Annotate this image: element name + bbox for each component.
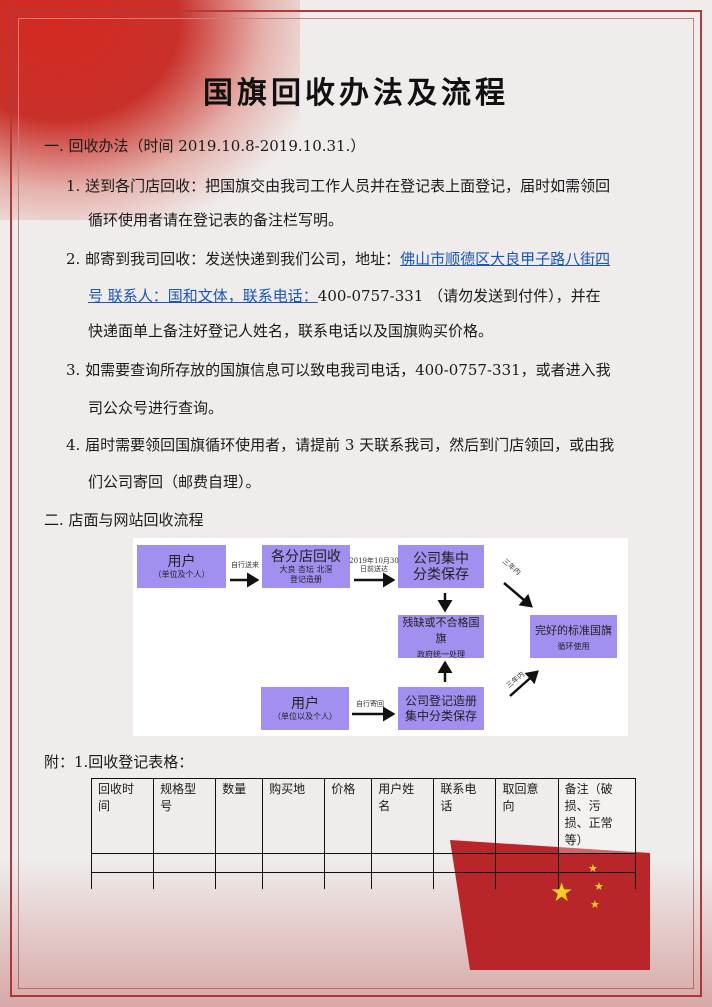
item1-line2: 循环使用者请在登记表的备注栏写明。 bbox=[88, 211, 344, 229]
recycle-flowchart: 用户（单位及个人） 各分店回收大良 杏坛 北滘登记造册 公司集中分类保存 残缺或… bbox=[133, 538, 628, 736]
table-row[interactable] bbox=[90, 872, 637, 889]
header-cell: 规格型号 bbox=[153, 778, 217, 854]
item2-line3: 快递面单上备注好登记人姓名，联系电话以及国旗购买价格。 bbox=[88, 322, 494, 340]
header-cell: 回收时间 bbox=[90, 778, 155, 854]
flow-company2: 公司登记造册集中分类保存 bbox=[398, 687, 484, 730]
page-inner-frame bbox=[18, 18, 694, 989]
header-cell: 数量 bbox=[215, 778, 264, 854]
header-cell: 购买地 bbox=[262, 778, 326, 854]
header-cell: 用户姓名 bbox=[371, 778, 435, 854]
section2-heading: 二. 店面与网站回收流程 bbox=[44, 511, 204, 529]
item4-line2: 们公司寄回（邮费自理）。 bbox=[88, 473, 261, 491]
flow-defect: 残缺或不合格国旗政府统一处理 bbox=[398, 615, 484, 659]
header-cell: 备注（破损、污损、正常等） bbox=[557, 778, 637, 854]
item4-line1: 4. 届时需要领回国旗循环使用者，请提前 3 天联系我司，然后到门店领回，或由我 bbox=[66, 436, 615, 454]
flow-company: 公司集中分类保存 bbox=[398, 545, 484, 588]
table-header-row: 回收时间 规格型号 数量 购买地 价格 用户姓名 联系电话 取回意向 备注（破损… bbox=[90, 778, 637, 854]
header-cell: 价格 bbox=[324, 778, 373, 854]
item2-line1: 2. 邮寄到我司回收：发送快递到我们公司，地址：佛山市顺德区大良甲子路八街四 bbox=[66, 249, 610, 269]
registration-table: 回收时间 规格型号 数量 购买地 价格 用户姓名 联系电话 取回意向 备注（破损… bbox=[90, 778, 637, 889]
star-icon: ★ bbox=[590, 898, 600, 911]
flow-store: 各分店回收大良 杏坛 北滘登记造册 bbox=[262, 545, 350, 588]
item2-line2: 号 联系人：国和文体，联系电话：400-0757-331 （请勿发送到付件），并… bbox=[88, 286, 601, 306]
flag-corner-decoration bbox=[0, 0, 300, 220]
item2-text: 2. 邮寄到我司回收：发送快递到我们公司，地址： bbox=[66, 250, 401, 268]
address-link[interactable]: 佛山市顺德区大良甲子路八街四 bbox=[400, 250, 611, 268]
contact-link[interactable]: 号 联系人：国和文体，联系电话： bbox=[88, 287, 318, 305]
header-cell: 联系电话 bbox=[433, 778, 497, 854]
arrow-label: 自行送来 bbox=[231, 561, 259, 569]
appendix-heading: 附：1.回收登记表格： bbox=[44, 753, 194, 771]
item3-line1: 3. 如需要查询所存放的国旗信息可以致电我司电话，400-0757-331，或者… bbox=[66, 361, 611, 379]
arrow-label: 自行寄回 bbox=[356, 700, 384, 708]
page-title: 国旗回收办法及流程 bbox=[203, 76, 509, 111]
table-row[interactable] bbox=[90, 853, 637, 873]
header-cell: 取回意向 bbox=[495, 778, 559, 854]
flow-user2: 用户（单位以及个人） bbox=[261, 687, 349, 730]
item3-line2: 司公众号进行查询。 bbox=[88, 399, 224, 417]
section1-heading: 一. 回收办法（时间 2019.10.8-2019.10.31.） bbox=[44, 137, 366, 155]
flow-arrows bbox=[230, 572, 539, 722]
item1-line1: 1. 送到各门店回收：把国旗交由我司工作人员并在登记表上面登记，届时如需领回 bbox=[66, 177, 611, 195]
phone-text: 400-0757-331 （请勿发送到付件），并在 bbox=[317, 287, 601, 305]
flow-user1: 用户（单位及个人） bbox=[137, 545, 226, 588]
page-frame bbox=[10, 10, 702, 997]
flow-good: 完好的标准国旗循环使用 bbox=[530, 615, 617, 658]
